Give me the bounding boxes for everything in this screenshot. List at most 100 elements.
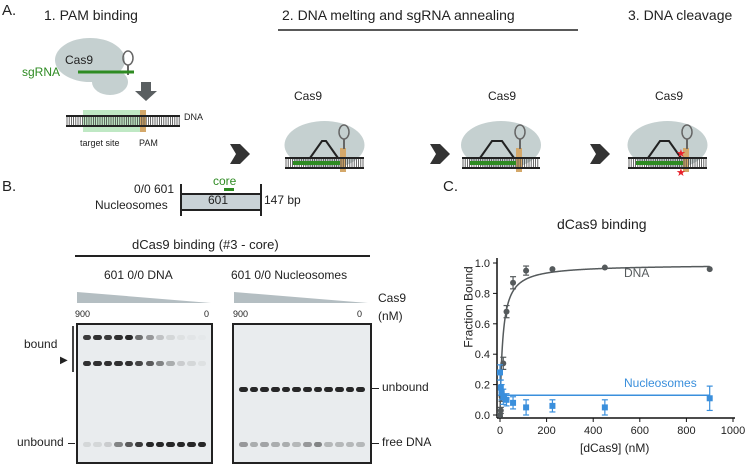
free-dna-band xyxy=(166,442,175,447)
x-tick-label: 200 xyxy=(537,425,555,437)
bound-band xyxy=(166,335,175,340)
legend-dna: DNA xyxy=(624,266,649,280)
dna-data-point xyxy=(510,279,517,286)
dna-fit-curve xyxy=(499,265,710,416)
unbound-left-label: unbound xyxy=(17,435,64,449)
gel-title-rule xyxy=(75,255,370,257)
unbound-right-tick xyxy=(372,388,379,389)
pam-highlight xyxy=(516,148,522,172)
intermediate-band xyxy=(166,361,175,366)
free-dna-band xyxy=(124,442,134,447)
intermediate-band xyxy=(187,361,196,366)
y-tick-label: 1.0 xyxy=(475,258,490,270)
construct-name: 601 0/0 xyxy=(133,182,174,196)
intermediate-band xyxy=(103,361,113,366)
y-axis-label: Fraction Bound xyxy=(461,266,476,348)
nuc-conc-low: 0 xyxy=(357,309,363,319)
bound-label: bound xyxy=(24,337,58,351)
dna-data-point xyxy=(503,308,510,315)
panel-a-label: A. xyxy=(2,2,17,19)
nucleosome-band xyxy=(303,387,312,392)
gel-nucleosome xyxy=(232,323,372,464)
free-dna-band xyxy=(324,442,333,447)
step-arrow-icon xyxy=(590,144,610,164)
gel-dna xyxy=(76,323,213,464)
nucleosome-band xyxy=(239,387,248,392)
nucleosome-band xyxy=(313,387,323,392)
free-dna-band xyxy=(303,442,312,447)
panel-b-label: B. xyxy=(2,178,17,195)
nucleosome-data-point xyxy=(503,396,510,403)
nuc-conc-high: 900 xyxy=(233,309,249,319)
free-dna-band xyxy=(313,442,323,447)
step-arrow-icon xyxy=(430,144,450,164)
construct-length: 147 bp xyxy=(264,193,301,207)
bound-band xyxy=(135,335,144,340)
dna-data-point xyxy=(498,393,505,400)
intermediate-band xyxy=(145,361,154,366)
construct-type: Nucleosomes xyxy=(95,198,168,212)
unbound-right-label: unbound xyxy=(382,380,429,394)
gel-dna-title: 601 0/0 DNA xyxy=(104,268,173,282)
free-dna-band xyxy=(271,442,280,447)
intermediate-band xyxy=(197,361,206,366)
free-dna-band xyxy=(281,442,291,447)
free-dna-band xyxy=(155,442,165,447)
nucleosome-data-point xyxy=(523,404,530,411)
intermediate-band xyxy=(124,361,134,366)
nucleosome-data-point xyxy=(706,395,713,402)
bound-band xyxy=(103,335,113,340)
nucleosome-band xyxy=(281,387,291,392)
dna-data-point xyxy=(549,266,556,273)
sgrna-label: sgRNA xyxy=(22,65,61,79)
nucleosome-band xyxy=(249,387,259,392)
bound-band xyxy=(187,335,195,340)
bound-band xyxy=(176,335,186,340)
intermediate-band xyxy=(155,361,165,366)
free-dna-band xyxy=(93,442,102,447)
free-dna-band xyxy=(345,442,355,447)
free-dna-band xyxy=(83,442,92,447)
cas9-lobe xyxy=(92,69,128,95)
bound-bracket xyxy=(72,326,74,372)
cas9-label-4: Cas9 xyxy=(655,89,684,103)
construct-box-label: 601 xyxy=(208,193,229,207)
dna-data-point xyxy=(706,266,713,273)
displaced-strand xyxy=(309,140,339,159)
nucleosome-band xyxy=(271,387,280,392)
step1-title: 1. PAM binding xyxy=(44,7,138,23)
intermediate-band xyxy=(83,361,92,366)
bound-band xyxy=(114,335,123,340)
x-tick-label: 1000 xyxy=(721,425,745,437)
core-label: core xyxy=(213,174,237,188)
nucleosome-band xyxy=(260,387,269,392)
free-dna-band xyxy=(103,442,113,447)
dna-conc-low: 0 xyxy=(204,309,210,319)
intermediate-band xyxy=(114,361,123,366)
nucleosome-band xyxy=(324,387,333,392)
down-arrow-icon xyxy=(135,82,157,101)
nucleosome-band xyxy=(335,387,344,392)
unbound-left-tick xyxy=(68,443,75,444)
cut-star-icon: ★ xyxy=(676,148,686,160)
free-dna-label: free DNA xyxy=(382,435,432,449)
step2-title: 2. DNA melting and sgRNA annealing xyxy=(282,7,515,23)
nucleosome-data-point xyxy=(510,399,517,406)
gel-nuc-title: 601 0/0 Nucleosomes xyxy=(231,268,348,282)
target-site-label: target site xyxy=(80,138,120,148)
intermediate-band xyxy=(93,361,102,366)
free-dna-band xyxy=(197,442,206,447)
y-tick-label: 0.0 xyxy=(475,410,490,422)
displaced-strand xyxy=(647,140,682,159)
nucleosome-band xyxy=(292,387,301,392)
free-dna-band xyxy=(356,442,365,447)
free-dna-band xyxy=(249,442,259,447)
free-dna-band xyxy=(292,442,301,447)
free-dna-band xyxy=(135,442,144,447)
intermediate-band xyxy=(135,361,144,366)
y-tick-label: 0.2 xyxy=(475,380,490,392)
free-dna-tick xyxy=(372,443,379,444)
free-dna-band xyxy=(335,442,344,447)
cas9-label-3: Cas9 xyxy=(488,89,517,103)
step3-title: 3. DNA cleavage xyxy=(628,7,733,23)
